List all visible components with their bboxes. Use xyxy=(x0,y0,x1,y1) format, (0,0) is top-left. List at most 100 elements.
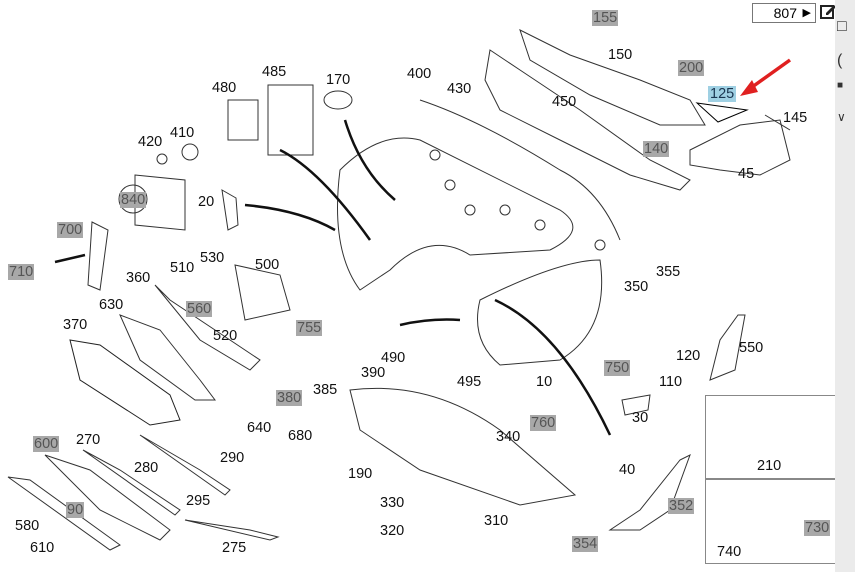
part-360-bracket xyxy=(154,284,261,371)
part-label-740: 740 xyxy=(717,544,742,560)
part-450-bracket xyxy=(484,49,691,191)
part-410-sensor xyxy=(181,143,199,161)
part-310-undertray xyxy=(349,387,577,506)
part-label-120: 120 xyxy=(676,348,701,364)
part-label-840: 840 xyxy=(120,192,147,208)
part-630-frame xyxy=(119,314,216,401)
part-label-450: 450 xyxy=(552,94,577,110)
part-label-290: 290 xyxy=(220,450,245,466)
part-label-170: 170 xyxy=(326,72,351,88)
part-label-700: 700 xyxy=(57,222,84,238)
part-label-710: 710 xyxy=(8,264,35,280)
part-label-350: 350 xyxy=(624,279,649,295)
part-400-harness xyxy=(419,99,621,241)
part-label-125: 125 xyxy=(708,86,737,102)
part-label-20: 20 xyxy=(198,194,215,210)
part-label-560: 560 xyxy=(186,301,213,317)
part-125-trim xyxy=(695,102,749,123)
panel-icon: □ xyxy=(837,18,847,35)
part-label-190: 190 xyxy=(348,466,373,482)
page-number-box[interactable]: 807 ▶ xyxy=(752,3,816,23)
part-label-355: 355 xyxy=(656,264,681,280)
part-275-strip xyxy=(184,519,280,541)
part-10-bumper xyxy=(337,137,574,291)
part-label-610: 610 xyxy=(30,540,55,556)
part-label-640: 640 xyxy=(247,420,272,436)
part-label-90: 90 xyxy=(66,502,85,518)
part-label-110: 110 xyxy=(659,374,683,390)
part-label-580: 580 xyxy=(15,518,40,534)
part-label-280: 280 xyxy=(134,460,159,476)
part-600-strip xyxy=(44,454,171,541)
part-485-bracket xyxy=(267,84,314,156)
part-label-360: 360 xyxy=(126,270,151,286)
leader-arrow xyxy=(279,148,372,241)
part-480-module xyxy=(227,99,259,141)
part-580-strip xyxy=(7,476,121,551)
part-label-510: 510 xyxy=(170,260,195,276)
part-20-cover xyxy=(221,189,239,231)
part-280-strip xyxy=(139,434,231,496)
part-label-320: 320 xyxy=(380,523,405,539)
leader-arrow xyxy=(343,119,396,201)
part-170-emblem xyxy=(323,90,353,110)
part-label-520: 520 xyxy=(213,328,238,344)
part-label-430: 430 xyxy=(447,81,472,97)
part-label-340: 340 xyxy=(496,429,521,445)
red-pointer-arrow xyxy=(746,58,792,92)
part-label-760: 760 xyxy=(530,415,557,431)
part-label-730: 730 xyxy=(804,520,831,536)
leader-arrow xyxy=(494,298,612,436)
part-label-275: 275 xyxy=(222,540,247,556)
part-label-150: 150 xyxy=(608,47,633,63)
part-label-40: 40 xyxy=(619,462,636,478)
part-label-30: 30 xyxy=(632,410,649,426)
part-label-480: 480 xyxy=(212,80,237,96)
part-label-145: 145 xyxy=(783,110,808,126)
part-label-390: 390 xyxy=(361,365,386,381)
part-label-530: 530 xyxy=(200,250,225,266)
part-label-295: 295 xyxy=(186,493,211,509)
chevron-icon: ∨ xyxy=(837,110,846,124)
part-label-755: 755 xyxy=(296,320,323,336)
part-270-strip xyxy=(82,449,181,516)
arrow-right-icon: ▶ xyxy=(802,7,811,19)
part-label-420: 420 xyxy=(138,134,163,150)
part-label-10: 10 xyxy=(536,374,553,390)
part-label-410: 410 xyxy=(170,125,195,141)
part-label-600: 600 xyxy=(33,436,60,452)
panel-icon: ■ xyxy=(837,80,844,91)
part-label-370: 370 xyxy=(63,317,88,333)
diagram-drawing xyxy=(7,29,792,551)
part-420-ring xyxy=(156,153,168,165)
edit-icon[interactable] xyxy=(820,3,836,19)
part-label-200: 200 xyxy=(678,60,705,76)
right-scroll-panel[interactable]: □ ( ■ ∨ xyxy=(835,0,855,572)
red-pointer-arrowhead xyxy=(740,80,758,96)
part-840-sheet xyxy=(134,174,186,231)
part-label-270: 270 xyxy=(76,432,101,448)
part-10-lower xyxy=(477,259,603,366)
part-label-45: 45 xyxy=(738,166,755,182)
part-150-rail xyxy=(519,29,706,126)
part-label-400: 400 xyxy=(407,66,432,82)
part-label-630: 630 xyxy=(99,297,124,313)
part-label-310: 310 xyxy=(484,513,509,529)
part-500-plate xyxy=(234,264,291,321)
part-550-bracket xyxy=(709,314,746,381)
leader-arrow xyxy=(54,253,86,264)
part-30-cap xyxy=(621,394,651,416)
part-label-210: 210 xyxy=(757,458,782,474)
part-label-490: 490 xyxy=(381,350,406,366)
part-label-155: 155 xyxy=(592,10,619,26)
part-label-680: 680 xyxy=(288,428,313,444)
part-700-bracket xyxy=(87,221,109,291)
part-label-385: 385 xyxy=(313,382,338,398)
leader-arrow xyxy=(244,203,336,232)
part-label-330: 330 xyxy=(380,495,405,511)
part-label-485: 485 xyxy=(262,64,287,80)
part-45-bracket xyxy=(689,119,791,176)
part-370-grille xyxy=(69,339,181,426)
part-label-380: 380 xyxy=(276,390,303,406)
